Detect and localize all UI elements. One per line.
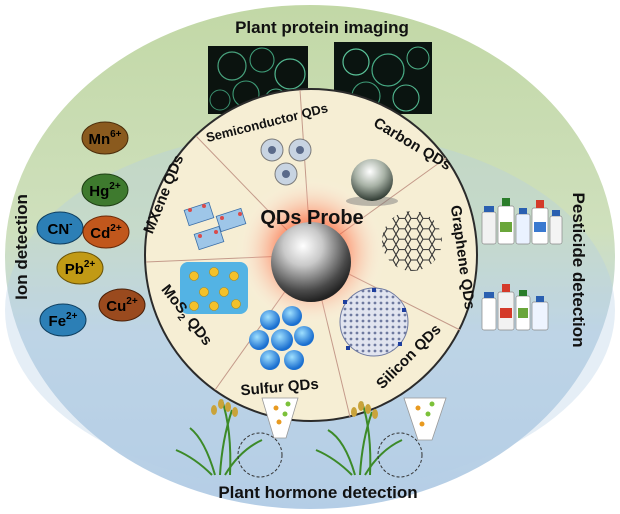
ion-badge-fe: Fe2+ bbox=[39, 303, 87, 337]
svg-text:Fe2+: Fe2+ bbox=[49, 311, 78, 330]
grain-left bbox=[211, 399, 238, 417]
mxene-qds-illustration bbox=[183, 201, 247, 251]
center-label: QDs Probe bbox=[260, 207, 363, 229]
ion-badge-pb: Pb2+ bbox=[56, 251, 104, 285]
sulfur-qds-illustration bbox=[249, 306, 314, 370]
ion-badge-cn: CN- bbox=[36, 211, 84, 245]
ion-badge-hg: Hg2+ bbox=[81, 173, 129, 207]
svg-text:Mn6+: Mn6+ bbox=[88, 129, 121, 148]
graphene-qds-illustration bbox=[382, 211, 442, 271]
label-plant-protein-imaging: Plant protein imaging bbox=[235, 18, 409, 37]
silicon-qds-illustration bbox=[339, 287, 409, 357]
segment-label-sulfur: Sulfur QDs bbox=[240, 376, 320, 400]
mos2-qds-illustration bbox=[180, 262, 248, 314]
semiconductor-qds-illustration bbox=[260, 138, 312, 186]
label-ion-detection: Ion detection bbox=[12, 194, 31, 300]
zoom-circle-left bbox=[237, 397, 299, 478]
carbon-qds-illustration bbox=[346, 159, 398, 206]
svg-text:Pb2+: Pb2+ bbox=[65, 259, 96, 278]
ion-badge-mn: Mn6+ bbox=[81, 121, 129, 155]
svg-text:Cd2+: Cd2+ bbox=[90, 223, 122, 242]
center-sphere bbox=[271, 222, 351, 302]
ion-badge-cd: Cd2+ bbox=[82, 215, 130, 249]
zoom-circle-right bbox=[377, 397, 447, 478]
svg-text:Cu2+: Cu2+ bbox=[106, 296, 138, 315]
svg-text:CN-: CN- bbox=[47, 219, 72, 238]
svg-text:Hg2+: Hg2+ bbox=[89, 181, 121, 200]
label-plant-hormone-detection: Plant hormone detection bbox=[218, 483, 417, 502]
grain-right bbox=[351, 401, 378, 419]
label-pesticide-detection: Pesticide detection bbox=[569, 193, 588, 348]
pesticide-bottles-top bbox=[481, 198, 563, 245]
ion-badge-cu: Cu2+ bbox=[98, 288, 146, 322]
pesticide-bottles-bottom bbox=[481, 284, 549, 331]
